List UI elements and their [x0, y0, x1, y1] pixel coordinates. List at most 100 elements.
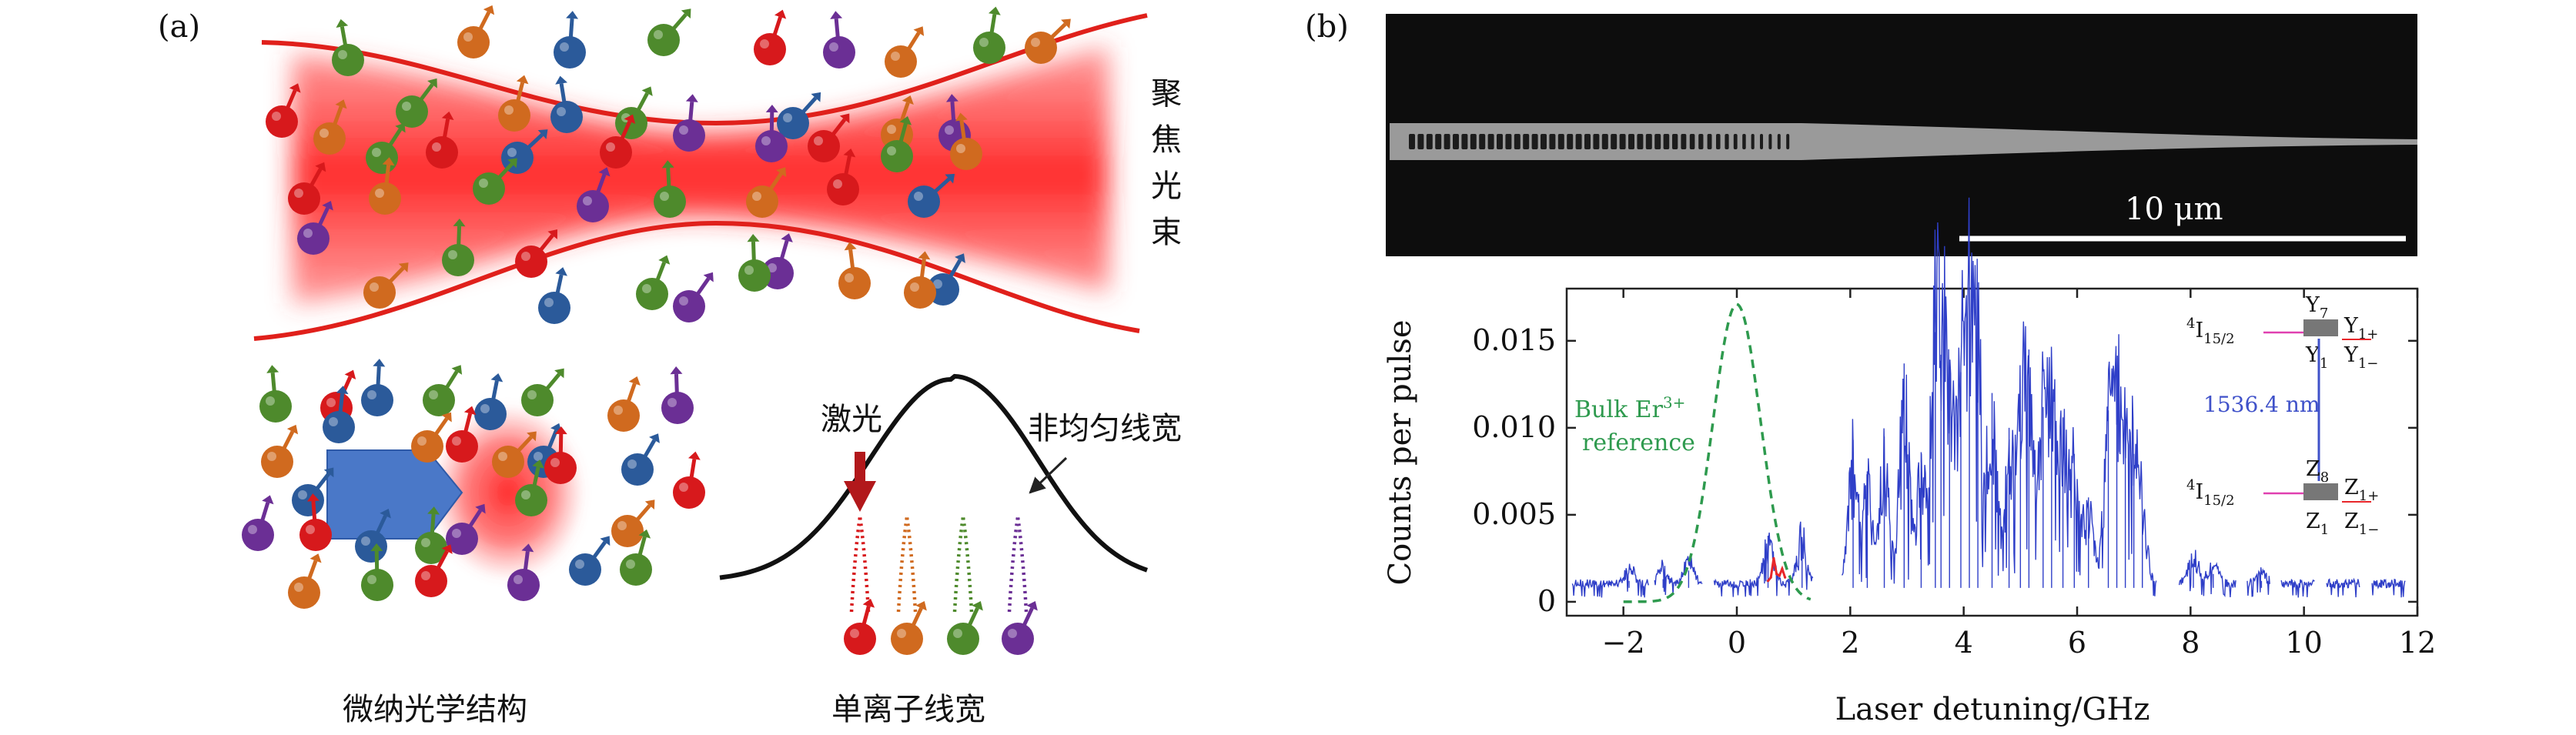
- pc-hole: [1725, 134, 1729, 149]
- ion-icon: [299, 493, 332, 551]
- pc-hole: [1707, 134, 1712, 149]
- ion-icon: [361, 543, 393, 601]
- plot-frame: [1565, 287, 2419, 617]
- wavelength-label: 1536.4 nm: [2203, 392, 2320, 417]
- single-ion-line: [896, 516, 918, 613]
- red-point: [1784, 576, 1787, 579]
- ion-icon: [827, 148, 859, 205]
- lower-state-z8: Z8: [2306, 457, 2329, 486]
- bulk-label-line1: Bulk Er3+: [1574, 393, 1685, 423]
- red-point: [1781, 567, 1784, 570]
- x-tick-label: −2: [1602, 626, 1645, 660]
- ion-icon: [615, 86, 653, 139]
- ion-icon: [908, 173, 955, 218]
- pc-hole: [1593, 134, 1600, 149]
- pc-hole: [1470, 134, 1477, 149]
- upper-state-y1: Y1: [2305, 343, 2328, 372]
- sem-image: 10 μm: [1386, 14, 2417, 256]
- ion-icon: [621, 433, 660, 486]
- ion-icon: [620, 529, 652, 586]
- pc-hole: [1698, 134, 1704, 149]
- ion-icon: [1025, 18, 1071, 64]
- photonic-crystal-holes: [1409, 134, 1790, 149]
- series-layer: [1571, 197, 2406, 603]
- pc-hole: [1768, 134, 1772, 149]
- scale-bar-label: 10 μm: [2125, 192, 2223, 227]
- lower-level-bundle: [2303, 483, 2338, 500]
- ion-icon: [474, 373, 507, 430]
- ion-icon: [515, 229, 557, 278]
- inhomogeneous-curve: [719, 373, 1149, 580]
- single-ion-lines: [849, 516, 1029, 613]
- pc-hole: [1487, 134, 1494, 149]
- pc-hole: [1409, 134, 1415, 149]
- ion-icon: [823, 11, 855, 68]
- pc-hole: [1672, 134, 1678, 149]
- ion-icon: [808, 113, 850, 162]
- ion-icon: [661, 366, 694, 424]
- pc-hole: [1435, 134, 1442, 149]
- lower-state-z1: Z1: [2306, 509, 2329, 538]
- ion-icon: [297, 201, 333, 255]
- pc-hole: [1786, 134, 1790, 149]
- ion-icon: [355, 509, 391, 563]
- red-point: [1766, 580, 1770, 583]
- ion-icon: [600, 114, 636, 169]
- pc-hole: [1453, 134, 1459, 149]
- ion-icon: [521, 368, 564, 416]
- beam-label-char-1: 聚: [1151, 76, 1182, 112]
- ion-icon: [607, 376, 641, 432]
- beam-label: 聚 焦 光 束: [1151, 76, 1182, 250]
- y-tick-label: 0: [1537, 584, 1556, 618]
- ion-icon: [323, 386, 355, 443]
- ion-icon: [611, 499, 655, 547]
- pc-hole: [1742, 134, 1746, 149]
- ion-icon: [881, 115, 913, 172]
- pc-hole: [1567, 134, 1574, 149]
- pc-hole: [1523, 134, 1530, 149]
- x-tick-label: 0: [1728, 626, 1746, 660]
- ion-icon: [777, 92, 821, 139]
- bulk-reference-label: Bulk Er3+ reference: [1574, 393, 1695, 456]
- y-tick-label: 0.015: [1472, 323, 1556, 357]
- ion-icon: [755, 105, 788, 162]
- pc-hole: [1777, 134, 1781, 149]
- beam-label-char-2: 焦: [1151, 122, 1182, 158]
- pc-hole: [1654, 134, 1661, 149]
- pc-hole: [1628, 134, 1634, 149]
- upper-state-y1plus: Y1+: [2343, 314, 2378, 342]
- single-ion-icon: [947, 601, 983, 655]
- ion-ensemble-structure: [242, 359, 705, 609]
- single-ion-row: [844, 598, 1038, 655]
- pc-hole: [1645, 134, 1652, 149]
- x-tick-label: 4: [1955, 626, 1973, 660]
- ion-icon: [973, 6, 1005, 64]
- ion-icon: [442, 219, 474, 276]
- ion-icon: [673, 94, 705, 152]
- pc-hole: [1497, 134, 1503, 149]
- beam-upper-edge: [261, 13, 1148, 126]
- ion-icon: [654, 160, 686, 218]
- inhomogeneous-linewidth-diagram: 激光 非均匀线宽: [719, 373, 1182, 613]
- ion-icon: [498, 75, 530, 132]
- red-point: [1775, 573, 1778, 576]
- ion-icon: [515, 459, 547, 516]
- pc-hole: [1663, 134, 1670, 149]
- ion-icon: [363, 262, 409, 309]
- red-point: [1769, 576, 1772, 579]
- inhomogeneous-label: 非均匀线宽: [1028, 411, 1182, 446]
- ion-icon: [361, 359, 393, 416]
- pc-hole: [1575, 134, 1582, 149]
- pc-hole: [1733, 134, 1738, 149]
- panel-a: (a) 聚 焦 光 束 激光 非均匀线宽 微: [158, 5, 1182, 727]
- ion-icon: [507, 543, 540, 601]
- single-ion-caption: 单离子线宽: [831, 692, 985, 727]
- laser-arrow-icon: [844, 452, 876, 512]
- ion-icon: [411, 412, 452, 463]
- pc-hole: [1689, 134, 1695, 149]
- lower-level-label: 4I15/2: [2186, 477, 2235, 509]
- ion-icon: [673, 272, 714, 322]
- pc-hole: [1426, 134, 1433, 149]
- ion-icon: [838, 242, 871, 299]
